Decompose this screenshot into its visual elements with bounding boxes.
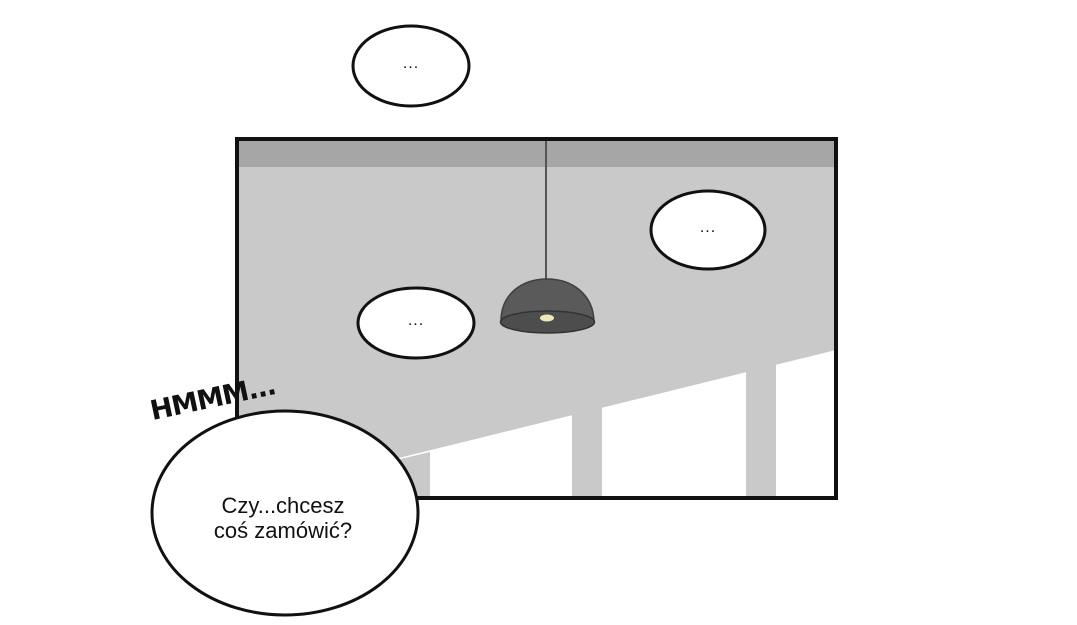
- lamp-rim: [499, 310, 596, 334]
- ceiling-strip: [237, 139, 836, 167]
- panel-border: [235, 137, 838, 500]
- lamp-bulb: [540, 314, 554, 322]
- speech-bubble-top-shape: [351, 24, 471, 108]
- speech-bubble-right-shape: [649, 189, 767, 271]
- speech-bubble-main: Czy...chcesz coś zamówić?: [150, 408, 420, 618]
- speech-bubble-main-shape: [150, 409, 420, 617]
- speech-bubble-top-text: ...: [402, 55, 420, 73]
- window-post-right: [746, 365, 776, 498]
- speech-bubble-top: ...: [352, 25, 470, 107]
- speech-bubble-middle: ...: [357, 287, 475, 359]
- pendant-lamp-icon: [500, 278, 595, 322]
- speech-bubble-shapes: [150, 24, 767, 617]
- speech-bubble-main-text: Czy...chcesz coś zamówić?: [213, 493, 353, 543]
- speech-bubble-middle-text: ...: [407, 312, 425, 330]
- speech-bubble-right: ...: [650, 190, 766, 270]
- window-post-left: [572, 405, 602, 498]
- speech-bubble-right-text: ...: [699, 219, 717, 237]
- speech-bubble-middle-shape: [356, 286, 476, 360]
